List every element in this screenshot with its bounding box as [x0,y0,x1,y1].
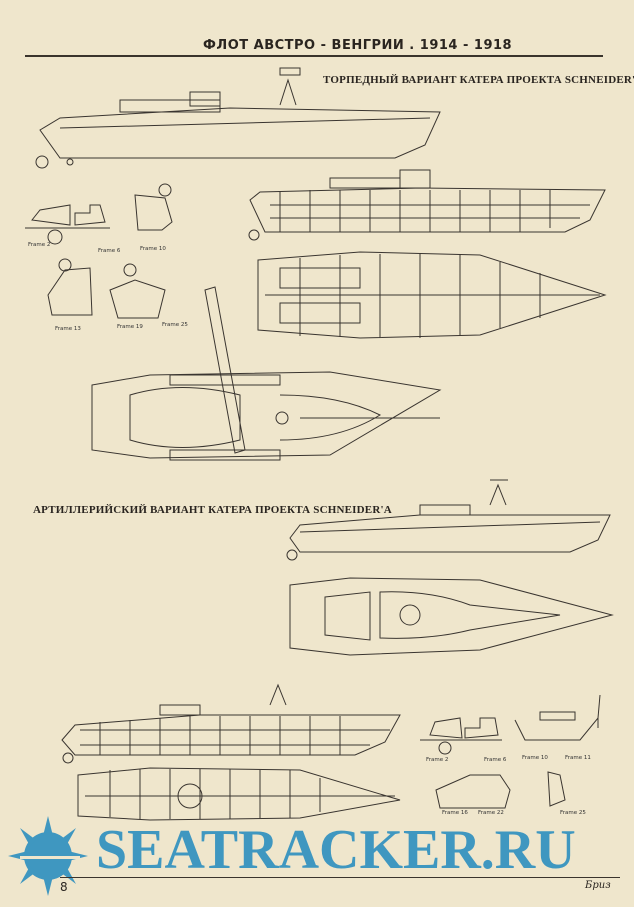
frame-label: Frame 25 [560,810,586,816]
torpedo-boat-side-profile [35,67,441,169]
header-rule [25,55,603,57]
frame-label: Frame 25 [162,322,188,328]
footer-rule [60,877,620,878]
artillery-boat-lower-plan [77,767,401,821]
torpedo-variant-caption: ТОРПЕДНЫЙ ВАРИАНТ КАТЕРА ПРОЕКТА SCHNEID… [323,74,634,86]
frame-label: Frame 2 [426,757,449,763]
artillery-boat-plan-view [289,577,614,656]
watermark-text: SEATRACKER.RU [96,819,576,881]
frame-label: Frame 6 [98,248,121,254]
sun-logo-icon [8,816,88,896]
artillery-boat-side-profile [286,479,611,561]
frame-label: Frame 19 [117,324,143,330]
torpedo-boat-inboard-profile [248,169,606,241]
artillery-frame-sections [420,694,601,809]
artist-signature: Бриз [585,880,611,891]
artillery-boat-inboard-profile [61,683,401,764]
frame-label: Frame 22 [478,810,504,816]
torpedo-boat-plan-view [257,251,607,339]
frame-label: Frame 6 [484,757,507,763]
frame-label: Frame 10 [140,246,166,252]
frame-label: Frame 16 [442,810,468,816]
frame-label: Frame 11 [565,755,591,761]
frame-label: Frame 13 [55,326,81,332]
torpedo-boat-deck-plan [91,286,442,461]
artillery-variant-caption: АРТИЛЛЕРИЙСКИЙ ВАРИАНТ КАТЕРА ПРОЕКТА SC… [33,504,392,516]
frame-label: Frame 2 [28,242,51,248]
page-number: 8 [60,880,68,894]
torpedo-frame-sections [25,183,173,319]
page-header-title: ФЛОТ АВСТРО - ВЕНГРИИ . 1914 - 1918 [203,38,513,53]
frame-label: Frame 10 [522,755,548,761]
